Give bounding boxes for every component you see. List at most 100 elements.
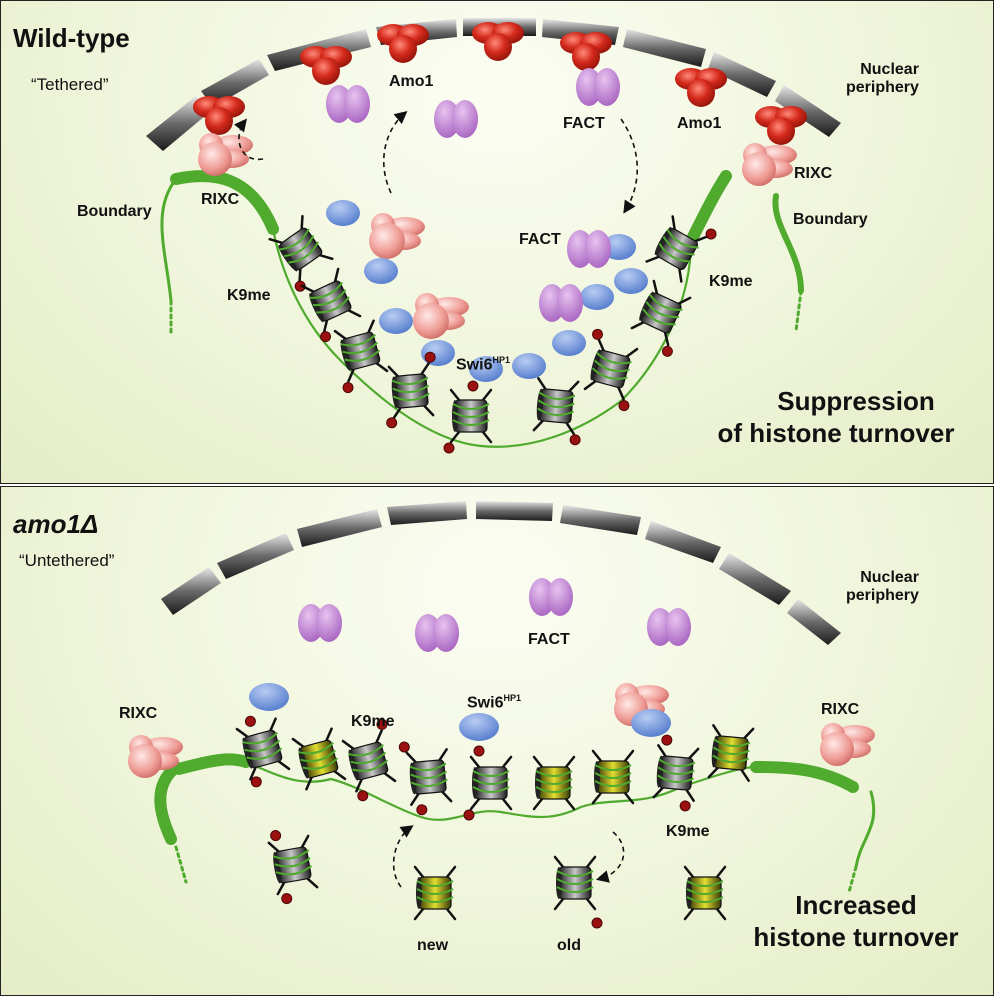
- dna-wrap: [645, 301, 680, 319]
- k9me-mark: [473, 745, 485, 757]
- histone-tail: [445, 907, 457, 921]
- amo1-protein: [193, 96, 245, 135]
- dna-wrap: [348, 744, 384, 757]
- old-nucleosome: [553, 855, 603, 929]
- histone-face: [536, 388, 544, 421]
- histone-tail: [677, 296, 692, 305]
- swi6-superscript: HP1: [503, 693, 521, 703]
- old-nucleosome: [532, 377, 581, 446]
- histone-tail: [652, 786, 664, 799]
- histone-face: [416, 877, 422, 909]
- histone-face: [409, 762, 417, 795]
- swi6-text: Swi6: [467, 694, 504, 712]
- k9me-mark: [281, 893, 293, 905]
- dna-wrap: [556, 870, 594, 877]
- histone-face: [340, 339, 351, 371]
- histone-tail: [375, 362, 389, 373]
- amo1-delta-panel: amo1Δ “Untethered” Nuclear periphery FAC…: [0, 486, 994, 996]
- histone-tail: [347, 309, 362, 318]
- histone-tail: [585, 855, 597, 869]
- dna-wrap: [410, 770, 448, 780]
- histone-tail: [413, 907, 425, 921]
- histone-face: [711, 735, 719, 768]
- fact-protein: [415, 614, 459, 652]
- histone-tail: [235, 727, 249, 738]
- swi6-protein: [631, 709, 671, 737]
- old-histone-label: old: [557, 937, 581, 954]
- amo1-protein: [377, 24, 429, 63]
- swi6-protein: [326, 200, 360, 226]
- nuclear-periphery-line2: periphery: [846, 79, 919, 96]
- histone-tail: [623, 791, 635, 805]
- nuclear-membrane-bottom: [161, 501, 841, 645]
- k9me-mark: [342, 382, 354, 394]
- histone-tail: [715, 865, 727, 879]
- k9me-label-bottom-1: K9me: [351, 713, 395, 730]
- histone-face: [452, 400, 458, 432]
- conclusion-bottom-line2: histone turnover: [753, 922, 959, 952]
- boundary-label-right: Boundary: [793, 211, 868, 228]
- k9me-mark: [270, 830, 282, 842]
- boundary-elements: [160, 170, 804, 448]
- fact-protein: [434, 100, 478, 138]
- histone-tail: [268, 237, 284, 245]
- wild-type-panel: Wild-type “Tethered” Nuclear periphery A…: [0, 0, 994, 484]
- histone-tail: [707, 766, 719, 779]
- old-nucleosome: [443, 380, 493, 454]
- dashed-arrows: [234, 110, 639, 214]
- dna-wrap: [452, 419, 490, 426]
- turnover-arrows: [392, 825, 625, 888]
- new-nucleosome: [707, 724, 755, 782]
- k9me-mark: [569, 434, 581, 446]
- histone-tail: [449, 388, 461, 402]
- dna-wrap: [472, 786, 510, 793]
- k9me-mark: [618, 400, 630, 412]
- dna-wrap: [452, 411, 490, 418]
- fact-label-2: FACT: [519, 231, 561, 248]
- untethered-subtitle: “Untethered”: [19, 551, 115, 570]
- dna-wrap: [391, 376, 429, 386]
- wild-type-title: Wild-type: [13, 23, 130, 53]
- dna-wrap: [535, 778, 573, 785]
- histone-tail: [333, 267, 340, 283]
- swi6-proteins: [326, 200, 648, 382]
- fact-protein: [647, 608, 691, 646]
- k9me-mark: [294, 280, 306, 292]
- histone-tail: [565, 421, 575, 435]
- dna-wrap: [288, 241, 319, 264]
- fact-protein: [529, 578, 573, 616]
- rixc-complex: [413, 293, 469, 339]
- histone-tail: [553, 855, 565, 869]
- histone-tail: [481, 430, 493, 444]
- histone-face: [594, 761, 600, 793]
- amo1-protein: [472, 22, 524, 61]
- histone-face: [391, 376, 399, 409]
- histone-tail: [441, 790, 453, 803]
- old-nucleosome: [300, 267, 362, 343]
- dna-wrap: [657, 766, 695, 776]
- histone-tail: [597, 337, 605, 352]
- amo1-protein: [300, 46, 352, 85]
- histone-tail: [267, 841, 280, 853]
- histone-tail: [300, 284, 315, 293]
- new-nucleosome: [413, 865, 457, 921]
- dna-wrap: [342, 341, 379, 355]
- dna-wrap: [658, 242, 691, 263]
- conclusion-top-line2: of histone turnover: [717, 418, 955, 448]
- dna-wrap: [409, 762, 447, 772]
- rixc-complex: [198, 133, 253, 176]
- histone-face: [309, 293, 324, 323]
- old-nucleosome: [398, 741, 453, 816]
- amo1-proteins: [193, 22, 807, 145]
- dna-wrap: [244, 739, 281, 753]
- histone-tail: [568, 380, 580, 393]
- histone-face: [278, 244, 298, 272]
- fact-protein: [539, 284, 583, 322]
- dna-wrap: [556, 886, 594, 893]
- histone-tail: [583, 380, 597, 391]
- rixc-complex: [128, 735, 183, 778]
- fact-free: [326, 68, 620, 138]
- dna-wrap: [596, 352, 632, 365]
- histone-tail: [413, 865, 425, 879]
